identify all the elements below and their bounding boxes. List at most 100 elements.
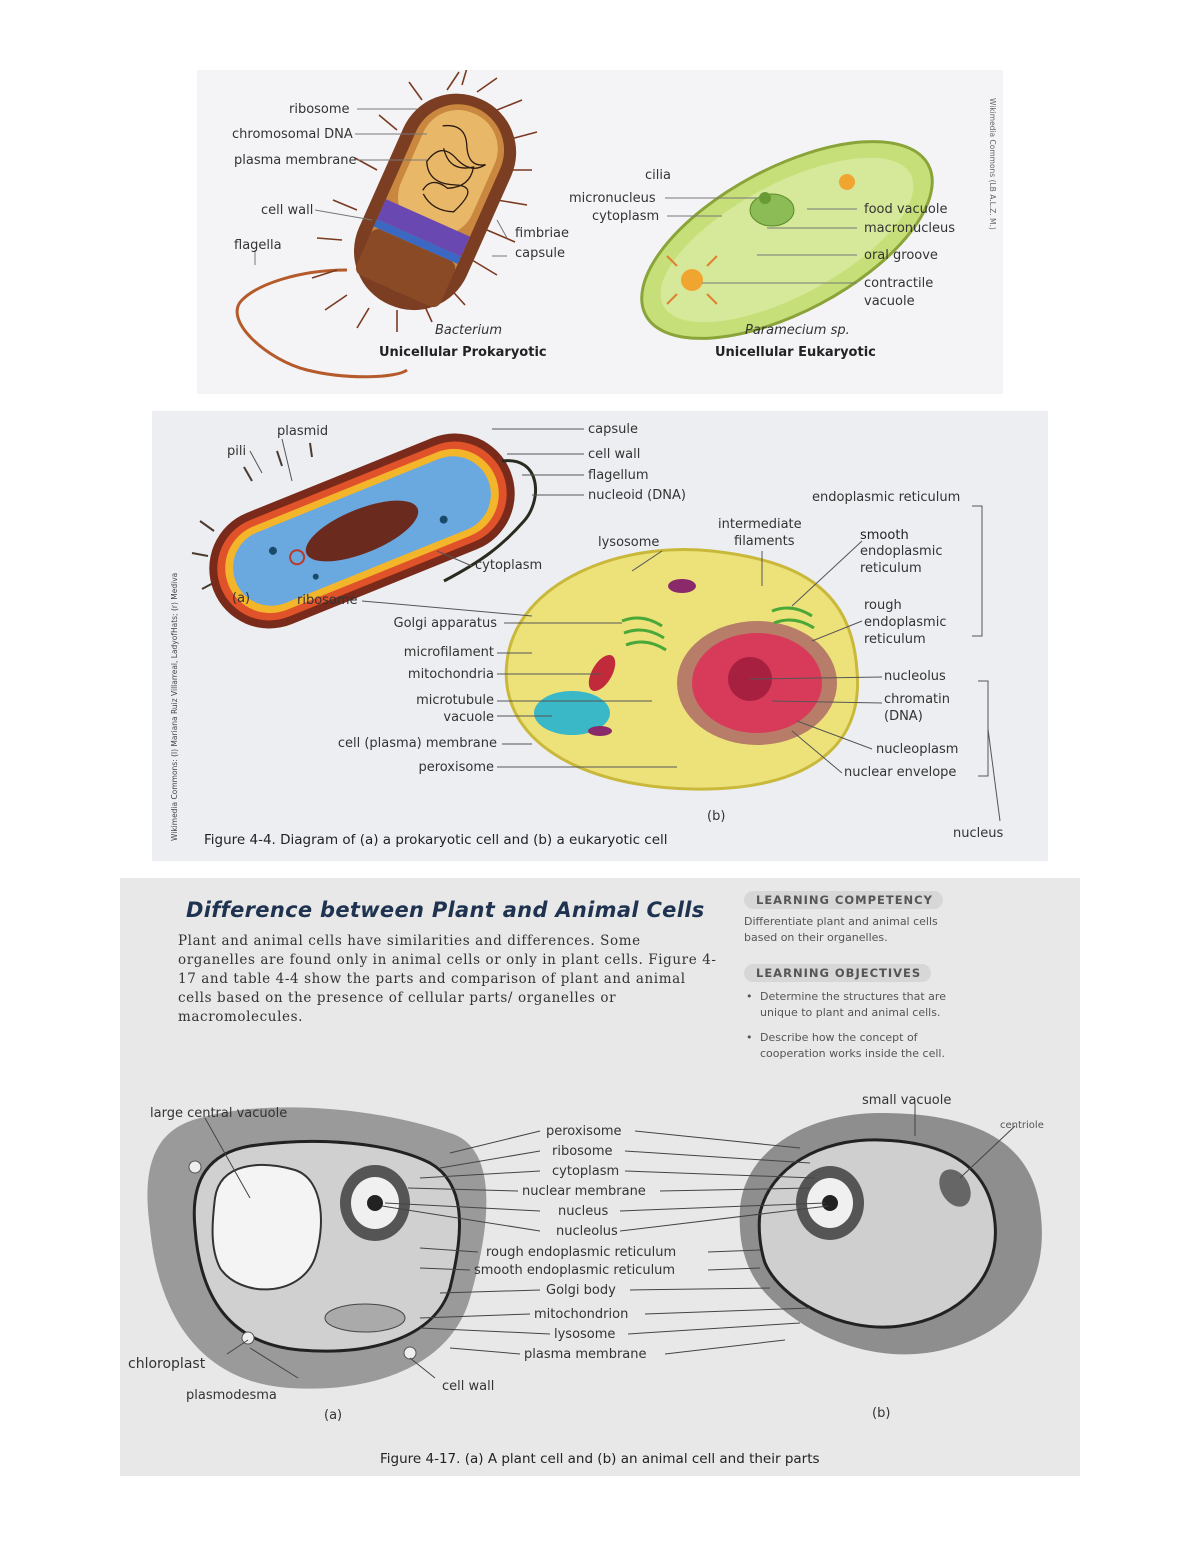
label-chromosomal-dna: chromosomal DNA xyxy=(232,127,353,142)
label-food-vacuole: food vacuole xyxy=(864,202,948,217)
panel2-credit: Wikimedia Commons: (l) Mariana Ruiz Vill… xyxy=(170,572,179,841)
part-a-label: (a) xyxy=(324,1408,343,1423)
label-nucleoid: nucleoid (DNA) xyxy=(588,488,686,503)
label-mitochondrion: mitochondrion xyxy=(534,1307,629,1322)
label-plasma-membrane: plasma membrane xyxy=(524,1347,647,1362)
label-contractile: contractile xyxy=(864,276,934,291)
part-b-label: (b) xyxy=(872,1406,891,1421)
panel1-credit: Wikimedia Commons (LB A.L.Z. M.) xyxy=(988,98,997,230)
label-endoplasmic-reticulum: endoplasmic reticulum xyxy=(812,490,961,505)
label-rough-endoplasmic: endoplasmic xyxy=(864,615,947,630)
label-smooth-endoplasmic: endoplasmic xyxy=(860,544,943,559)
objective-2: Describe how the concept of cooperation … xyxy=(760,1031,945,1060)
label-ribosome: ribosome xyxy=(297,593,358,608)
label-cytoplasm: cytoplasm xyxy=(592,209,660,224)
part-b-label: (b) xyxy=(707,809,726,824)
label-flagellum: flagellum xyxy=(588,468,649,483)
label-intermediate: intermediate xyxy=(718,517,802,532)
label-large-central-vacuole: large central vacuole xyxy=(150,1106,288,1121)
label-rough: rough xyxy=(864,598,902,613)
label-cilia: cilia xyxy=(645,168,671,183)
paramecium-name: Paramecium sp. xyxy=(745,323,850,338)
label-filaments: filaments xyxy=(734,534,795,549)
label-cytoplasm: cytoplasm xyxy=(552,1164,620,1179)
label-vacuole: vacuole xyxy=(443,710,494,725)
figure-4-4-caption: Figure 4-4. Diagram of (a) a prokaryotic… xyxy=(204,832,668,848)
bacterium-paramecium-figure: ribosome chromosomal DNA plasma membrane… xyxy=(197,70,1003,394)
label-ribosome: ribosome xyxy=(289,102,350,117)
label-plasma-membrane: plasma membrane xyxy=(234,153,357,168)
paramecium-caption: Unicellular Eukaryotic xyxy=(715,345,876,360)
label-rough-er: rough endoplasmic reticulum xyxy=(486,1245,677,1260)
label-smooth-reticulum: reticulum xyxy=(860,561,922,576)
animal-cell-shape xyxy=(739,1113,1042,1355)
panel3-leader-lines xyxy=(204,1104,1016,1379)
competency-heading: LEARNING COMPETENCY xyxy=(744,891,943,909)
label-capsule: capsule xyxy=(588,422,638,437)
eukaryote-body-shape xyxy=(504,548,860,791)
label-nucleoplasm: nucleoplasm xyxy=(876,742,959,757)
label-nucleus: nucleus xyxy=(558,1204,609,1219)
bacterium-body-shape xyxy=(353,93,517,311)
label-micronucleus: micronucleus xyxy=(569,191,656,206)
prokaryote-eukaryote-figure: plasmid pili capsule cell wall flagellum… xyxy=(152,411,1048,861)
objectives-heading: LEARNING OBJECTIVES xyxy=(744,964,932,982)
label-rough-reticulum: reticulum xyxy=(864,632,926,647)
label-nucleus: nucleus xyxy=(953,826,1004,841)
label-chromatin: chromatin xyxy=(884,692,950,707)
label-capsule: capsule xyxy=(515,246,565,261)
label-macronucleus: macronucleus xyxy=(864,221,956,236)
label-flagella: flagella xyxy=(234,238,282,253)
label-golgi: Golgi apparatus xyxy=(393,616,498,631)
label-vacuole: vacuole xyxy=(864,294,915,309)
label-peroxisome: peroxisome xyxy=(418,760,494,775)
label-peroxisome: peroxisome xyxy=(546,1124,622,1139)
flagellum-shape xyxy=(443,459,537,583)
label-nucleolus: nucleolus xyxy=(884,669,946,684)
label-smooth: smooth xyxy=(860,528,909,543)
label-smooth-er: smooth endoplasmic reticulum xyxy=(474,1263,676,1278)
label-cell-wall: cell wall xyxy=(261,203,314,218)
figure-4-17-caption: Figure 4-17. (a) A plant cell and (b) an… xyxy=(380,1451,820,1467)
panel2-leader-lines xyxy=(249,428,1001,822)
label-microtubule: microtubule xyxy=(416,693,494,708)
label-centriole: centriole xyxy=(1000,1120,1044,1131)
competency-text: Differentiate plant and animal cells bas… xyxy=(744,915,938,944)
label-cell-membrane: cell (plasma) membrane xyxy=(337,736,497,751)
label-nuclear-membrane: nuclear membrane xyxy=(522,1184,646,1199)
part-a-label: (a) xyxy=(232,591,251,606)
plant-cell-shape xyxy=(147,1107,487,1389)
section-body-text: Plant and animal cells have similarities… xyxy=(178,933,717,1025)
label-lysosome: lysosome xyxy=(598,535,660,550)
label-chloroplast: chloroplast xyxy=(128,1356,206,1372)
label-cytoplasm: cytoplasm xyxy=(475,558,543,573)
label-small-vacuole: small vacuole xyxy=(862,1093,952,1108)
paramecium-body-shape xyxy=(640,140,934,340)
label-cell-wall: cell wall xyxy=(588,447,641,462)
label-fimbriae: fimbriae xyxy=(515,226,570,241)
bacterium-caption: Unicellular Prokaryotic xyxy=(379,345,547,360)
label-cell-wall: cell wall xyxy=(442,1379,495,1394)
objective-bullet-1: • xyxy=(746,990,753,1003)
panel1-illustration xyxy=(235,70,934,379)
label-microfilament: microfilament xyxy=(403,645,494,660)
label-plasmodesma: plasmodesma xyxy=(186,1388,277,1403)
label-nucleolus: nucleolus xyxy=(556,1224,618,1239)
label-oral-groove: oral groove xyxy=(864,248,938,263)
objective-1: Determine the structures that are unique… xyxy=(760,990,946,1019)
label-lysosome: lysosome xyxy=(554,1327,616,1342)
panel3-illustration xyxy=(147,1104,1042,1389)
prokaryote-body-shape xyxy=(209,433,515,629)
flagellum-shape xyxy=(235,268,408,379)
label-dna: (DNA) xyxy=(884,709,923,724)
label-mitochondria: mitochondria xyxy=(407,667,494,682)
objective-bullet-2: • xyxy=(746,1031,753,1044)
label-golgi-body: Golgi body xyxy=(546,1283,616,1298)
plant-animal-cell-page: Difference between Plant and Animal Cell… xyxy=(120,878,1080,1476)
bacterium-name: Bacterium xyxy=(435,323,502,338)
panel1-leader-lines xyxy=(254,108,857,284)
label-pili: pili xyxy=(227,444,247,459)
label-ribosome: ribosome xyxy=(552,1144,613,1159)
label-plasmid: plasmid xyxy=(277,424,329,439)
section-title: Difference between Plant and Animal Cell… xyxy=(186,898,705,922)
